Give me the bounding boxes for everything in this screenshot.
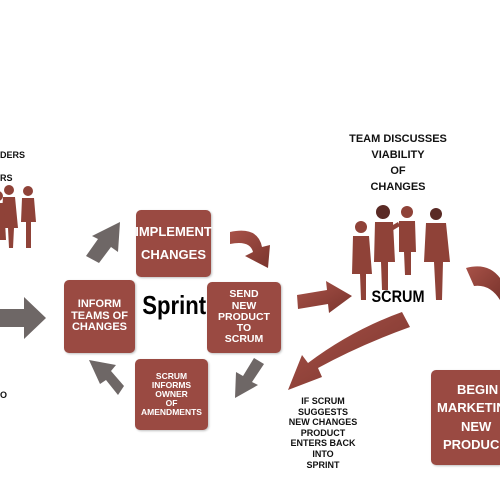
cycle-arrow-bottom-right <box>235 358 264 398</box>
left-cut-text-3: O <box>0 390 8 400</box>
scrum-informs-owner-box: SCRUM INFORMS OWNER OF AMENDMENTS <box>135 359 208 430</box>
inform-line-2: TEAMS OF <box>71 309 128 322</box>
informs-line-1: SCRUM <box>155 370 188 381</box>
if-scrum-suggests-label: IF SCRUM SUGGESTS NEW CHANGES PRODUCT EN… <box>273 396 373 470</box>
entry-arrow <box>0 297 46 339</box>
send-line-5: SCRUM <box>224 333 264 346</box>
informs-line-2: INFORMS <box>151 379 192 390</box>
marketing-line-4: PRODUC <box>443 436 500 452</box>
send-line-4: TO <box>236 322 252 335</box>
people-left-figures <box>0 185 36 248</box>
informs-line-5: AMENDMENTS <box>141 407 202 418</box>
implement-line-2: CHANGES <box>140 247 206 262</box>
inform-teams-box: INFORM TEAMS OF CHANGES <box>64 280 135 353</box>
inform-line-3: CHANGES <box>71 321 127 334</box>
begin-marketing-box: BEGIN MARKETIN NEW PRODUC <box>431 370 500 465</box>
ifscrum-line-4: PRODUCT <box>300 427 346 438</box>
cycle-arrow-top-left <box>86 222 120 263</box>
marketing-line-1: BEGIN <box>457 382 499 398</box>
inform-line-1: INFORM <box>77 297 122 310</box>
cycle-arrow-top-right <box>230 230 270 268</box>
ifscrum-line-5: ENTERS BACK <box>290 438 356 449</box>
team-line-1: TEAM DISCUSSES <box>349 133 447 145</box>
arrow-to-scrum <box>297 281 352 313</box>
marketing-line-2: MARKETIN <box>437 400 500 416</box>
send-new-product-box: SEND NEW PRODUCT TO SCRUM <box>207 282 281 353</box>
ifscrum-line-2: SUGGESTS <box>297 406 348 417</box>
left-cut-text-2: RS <box>0 173 13 183</box>
team-line-2: VIABILITY <box>371 149 425 162</box>
send-line-1: SEND <box>229 288 259 301</box>
left-cut-text-1: DERS <box>0 150 26 160</box>
ifscrum-line-1: IF SCRUM <box>301 396 345 406</box>
informs-line-3: OWNER <box>155 388 188 399</box>
team-discusses-label: TEAM DISCUSSES VIABILITY OF CHANGES <box>338 133 458 193</box>
sprint-center-label: Sprint <box>142 290 207 320</box>
implement-line-1: IMPLEMENT <box>135 223 212 239</box>
implement-changes-box: IMPLEMENT CHANGES <box>135 210 212 277</box>
ifscrum-line-3: NEW CHANGES <box>288 417 358 428</box>
informs-line-4: OF <box>165 398 178 409</box>
arrow-to-marketing <box>466 266 500 300</box>
scrum-label: SCRUM <box>371 287 425 306</box>
send-line-3: PRODUCT <box>218 310 270 323</box>
send-line-2: NEW <box>231 299 257 312</box>
team-line-4: CHANGES <box>370 181 426 194</box>
cycle-arrow-bottom-left <box>89 360 124 395</box>
team-line-3: OF <box>390 165 406 178</box>
scrum-team-figures <box>352 205 450 300</box>
ifscrum-line-6: INTO <box>312 449 334 460</box>
arrow-back-to-sprint <box>288 312 410 390</box>
marketing-line-3: NEW <box>461 418 492 434</box>
ifscrum-line-7: SPRINT <box>306 459 340 470</box>
